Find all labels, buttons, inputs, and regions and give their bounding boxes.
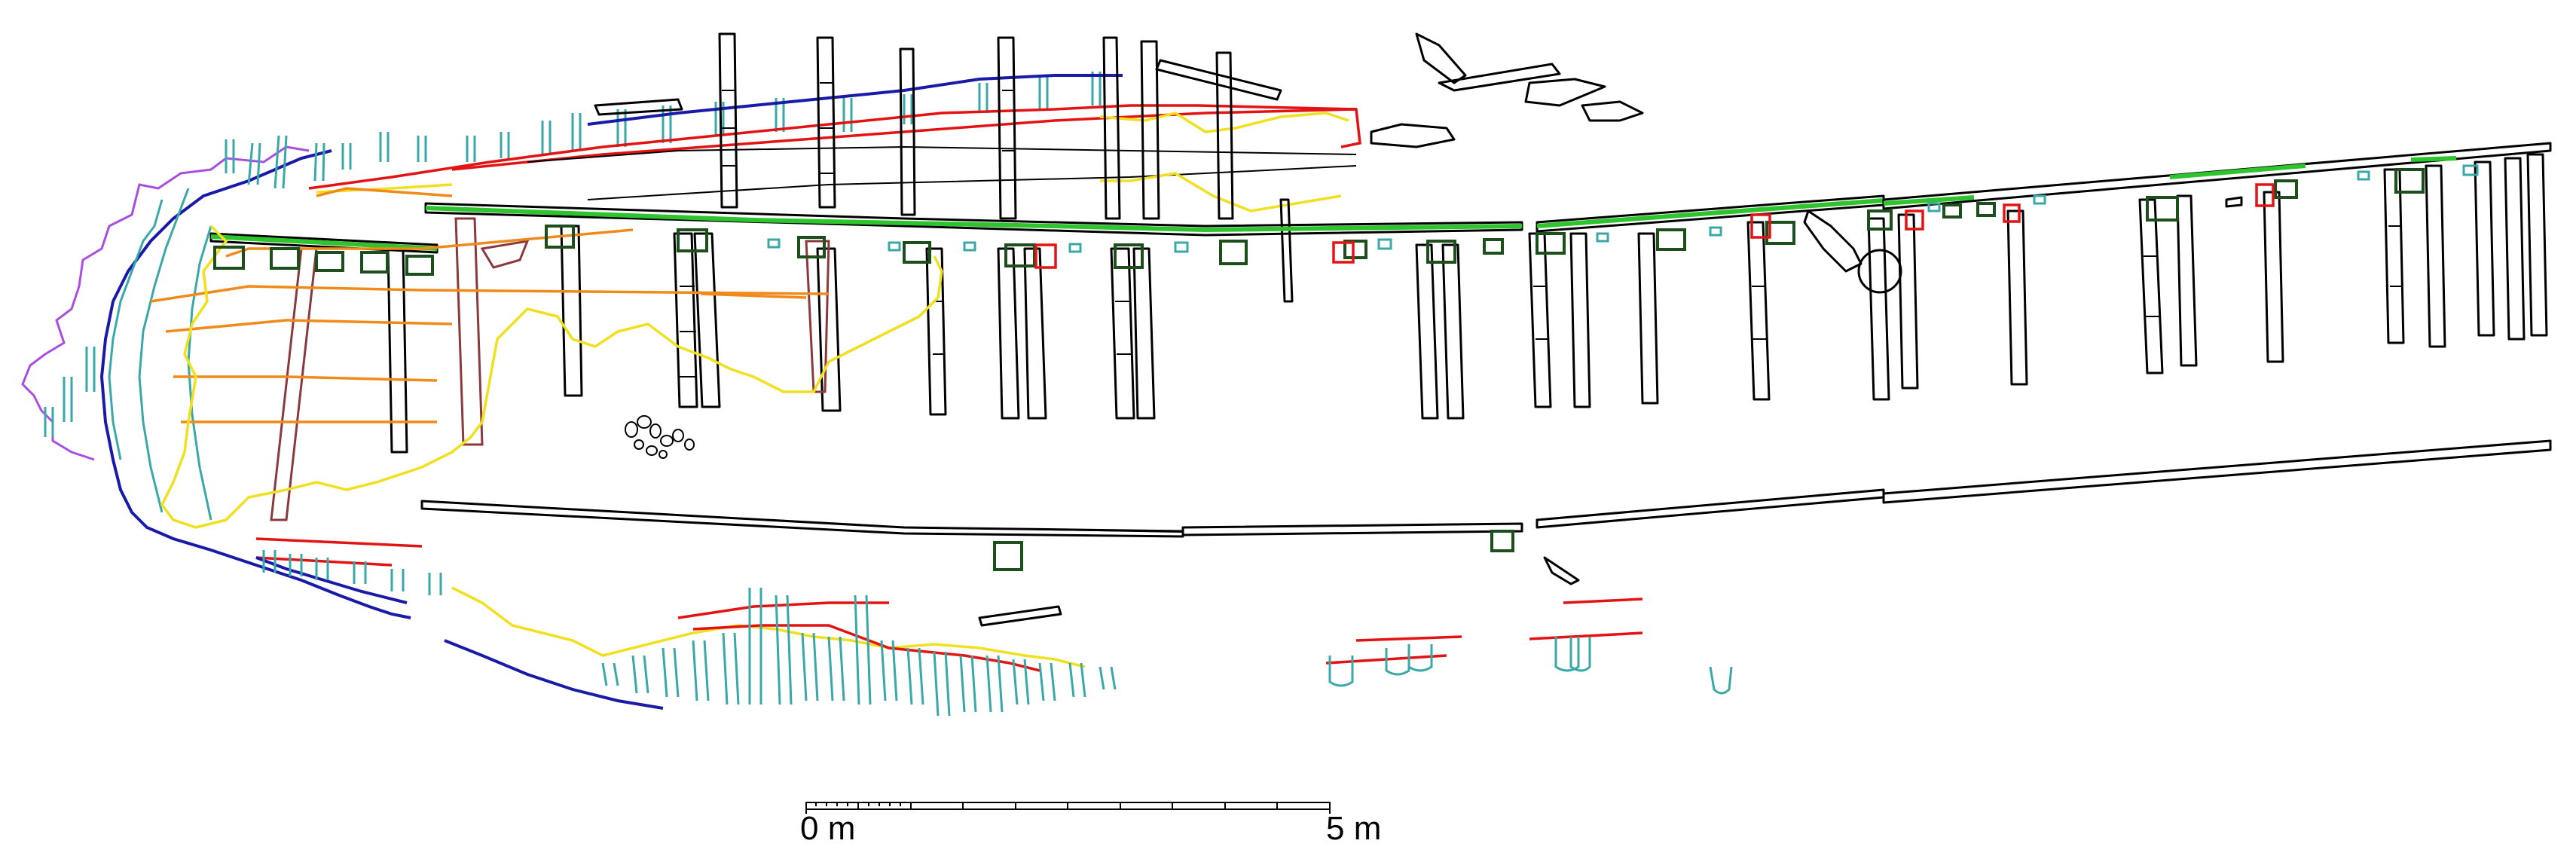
debris-shapes-upper — [594, 32, 1862, 627]
lower-keel-lines — [420, 439, 2552, 538]
frames — [387, 32, 2548, 454]
scale-bar: 0 m 5 m — [800, 802, 1381, 847]
scale-start-label: 0 m — [800, 810, 855, 847]
keelson-blocks — [213, 164, 2479, 571]
bow-frames-brown — [270, 217, 830, 521]
bow-plank-strips — [44, 72, 1102, 437]
bow-outline — [21, 145, 411, 619]
scale-end-label: 5 m — [1326, 810, 1381, 847]
keelson-band — [209, 142, 2552, 254]
stone-cluster — [625, 415, 695, 459]
upper-stringers — [308, 74, 1361, 212]
lower-side — [255, 537, 1733, 717]
bow-ceiling-orange — [150, 187, 830, 423]
